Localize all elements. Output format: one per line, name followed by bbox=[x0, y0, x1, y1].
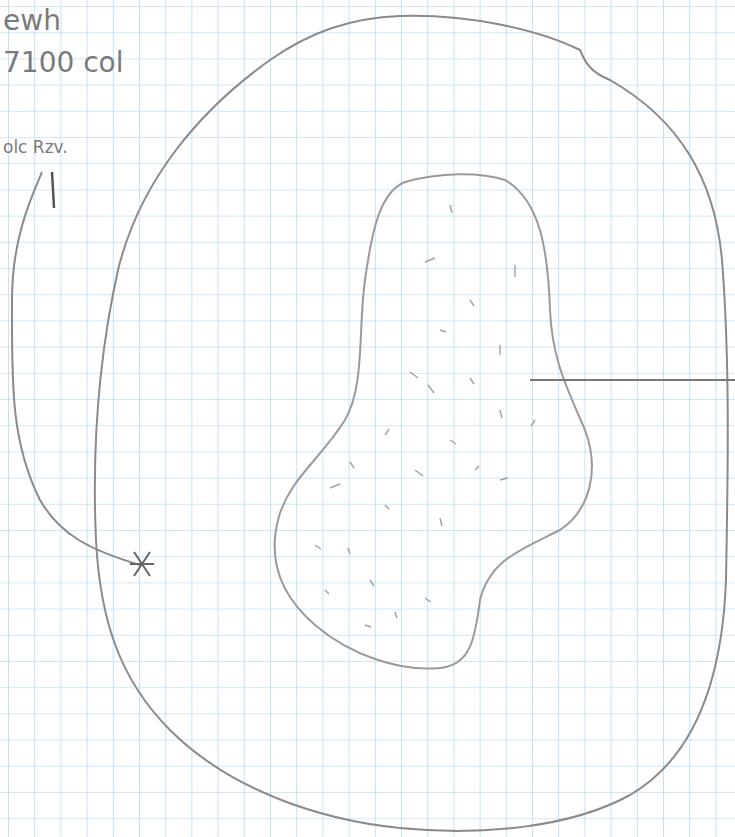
tick-mark bbox=[52, 172, 54, 208]
handwritten-note: ewh bbox=[3, 6, 61, 37]
handwritten-note: olc Rzv. bbox=[3, 138, 68, 157]
asterisk-mark bbox=[130, 552, 154, 576]
handwritten-note: 7100 col bbox=[3, 48, 123, 79]
inner-outline bbox=[275, 174, 592, 668]
stipple-marks bbox=[315, 205, 535, 627]
probe-wire bbox=[12, 172, 140, 565]
leader-line bbox=[530, 379, 735, 381]
outer-outline bbox=[95, 16, 728, 831]
